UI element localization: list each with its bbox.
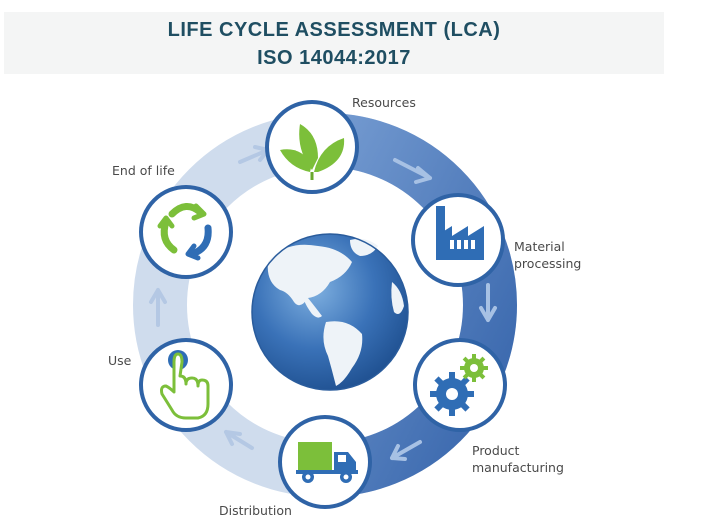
stage-label-line: manufacturing [472, 460, 564, 475]
gears-icon [430, 354, 488, 416]
stage-label-distribution: Distribution [219, 503, 292, 518]
stage-label-line: Material [514, 239, 565, 254]
hand-pointer-icon [160, 350, 210, 420]
header-banner: LIFE CYCLE ASSESSMENT (LCA) ISO 14044:20… [4, 12, 664, 74]
stage-node-material-processing [411, 193, 505, 287]
stage-label-end-of-life: End of life [112, 163, 175, 178]
recycle-icon [157, 203, 212, 261]
stage-label-use: Use [108, 353, 132, 368]
page-title: LIFE CYCLE ASSESSMENT (LCA) [167, 19, 501, 41]
stage-label-resources: Resources [352, 95, 416, 110]
page-subtitle: ISO 14044:2017 [257, 47, 411, 69]
stage-label-material-processing: Material processing [514, 238, 581, 272]
stage-label-product-manufacturing: Product manufacturing [472, 442, 564, 476]
stage-label-line: Product [472, 443, 520, 458]
stage-node-distribution [278, 415, 372, 509]
stage-node-use [139, 338, 233, 432]
globe-icon [251, 233, 409, 391]
stage-label-line: processing [514, 256, 582, 271]
truck-icon [296, 442, 358, 483]
factory-icon [436, 206, 484, 260]
flow-arrows [149, 145, 497, 461]
leaf-icon [280, 124, 345, 180]
stage-node-end-of-life [139, 185, 233, 279]
stage-node-resources [265, 100, 359, 194]
stage-node-product-manufacturing [413, 338, 507, 432]
